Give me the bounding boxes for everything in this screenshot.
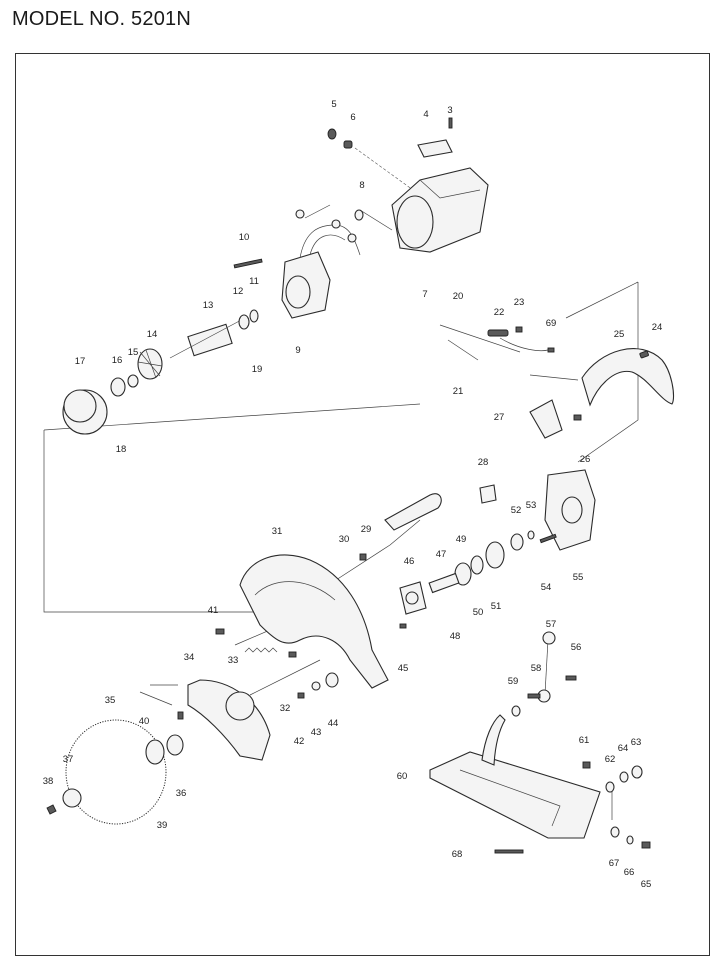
leader-lines [43,147,639,820]
part-label-13: 13 [203,300,214,311]
brush-caps [327,128,364,221]
part-label-18: 18 [116,444,127,455]
depth-lever [537,631,556,703]
gear-housing [544,469,596,551]
part-label-42: 42 [294,736,305,747]
field-coil [233,209,361,319]
blade-case [239,554,389,689]
part-label-49: 49 [456,534,467,545]
part-label-12: 12 [233,286,244,297]
motor-housing [391,167,489,253]
part-label-53: 53 [526,500,537,511]
part-label-27: 27 [494,412,505,423]
part-label-30: 30 [339,534,350,545]
part-label-35: 35 [105,695,116,706]
part-label-67: 67 [609,858,620,869]
bearing-retainer [399,581,427,615]
part-label-9: 9 [295,345,300,356]
part-label-41: 41 [208,605,219,616]
part-label-36: 36 [176,788,187,799]
part-label-14: 14 [147,329,158,340]
part-label-44: 44 [328,718,339,729]
part-label-52: 52 [511,505,522,516]
part-label-55: 55 [573,572,584,583]
gear-train [428,530,535,594]
part-label-50: 50 [473,607,484,618]
part-label-7: 7 [422,289,427,300]
part-label-40: 40 [139,716,150,727]
side-grip [384,493,442,531]
part-label-58: 58 [531,663,542,674]
part-label-19: 19 [252,364,263,375]
part-label-24: 24 [652,322,663,333]
part-label-39: 39 [157,820,168,831]
part-label-20: 20 [453,291,464,302]
part-label-5: 5 [331,99,336,110]
part-label-60: 60 [397,771,408,782]
part-label-16: 16 [112,355,123,366]
part-label-57: 57 [546,619,557,630]
screws [215,326,651,854]
part-label-64: 64 [618,743,629,754]
part-label-10: 10 [239,232,250,243]
base-plate [429,714,601,839]
part-label-32: 32 [280,703,291,714]
armature [110,309,259,397]
part-label-37: 37 [63,754,74,765]
part-label-68: 68 [452,849,463,860]
part-label-26: 26 [580,454,591,465]
safety-cover [187,679,271,761]
part-label-48: 48 [450,631,461,642]
part-label-4: 4 [423,109,428,120]
part-label-11: 11 [249,276,259,287]
part-label-25: 25 [614,329,625,340]
part-label-33: 33 [228,655,239,666]
part-label-47: 47 [436,549,447,560]
part-label-51: 51 [491,601,502,612]
part-label-66: 66 [624,867,635,878]
part-label-31: 31 [272,526,283,537]
part-label-62: 62 [605,754,616,765]
saw-blade [46,719,167,825]
flanges [139,691,184,765]
model-title: MODEL NO. 5201N [12,8,191,30]
part-label-28: 28 [478,457,489,468]
diagram-frame [15,53,710,956]
part-label-38: 38 [43,776,54,787]
part-label-29: 29 [361,524,372,535]
ring [62,389,108,435]
spring [244,647,278,653]
part-label-21: 21 [453,386,464,397]
part-label-22: 22 [494,307,505,318]
part-label-34: 34 [184,652,195,663]
handle [439,324,675,504]
part-label-45: 45 [398,663,409,674]
part-label-54: 54 [541,582,552,593]
part-label-69: 69 [546,318,557,329]
part-label-56: 56 [571,642,582,653]
part-label-17: 17 [75,356,86,367]
part-label-46: 46 [404,556,415,567]
part-label-6: 6 [350,112,355,123]
part-label-43: 43 [311,727,322,738]
part-label-59: 59 [508,676,519,687]
part-label-8: 8 [359,180,364,191]
part-label-15: 15 [128,347,139,358]
name-plate [417,117,453,158]
part-label-63: 63 [631,737,642,748]
part-label-23: 23 [514,297,525,308]
part-number-labels: 3 4 5 6 7 8 9 10 11 12 13 14 15 16 17 18… [43,99,663,890]
part-label-3: 3 [447,105,452,116]
part-label-61: 61 [579,735,590,746]
part-label-65: 65 [641,879,652,890]
